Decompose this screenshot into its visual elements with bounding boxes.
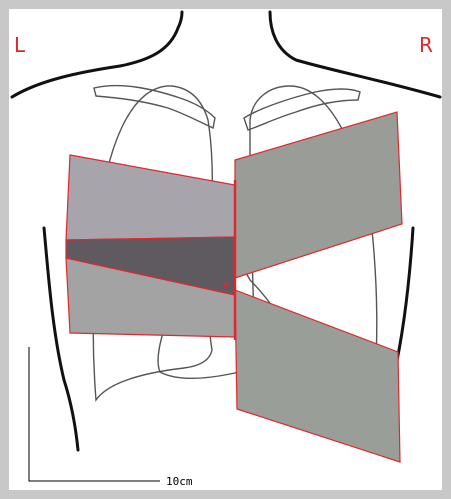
left-clavicle xyxy=(94,86,215,128)
scale-bar-label: 10cm xyxy=(166,475,193,488)
left-side-label: L xyxy=(14,33,26,57)
target-point xyxy=(224,283,228,287)
scale-bar: 10cm xyxy=(29,347,193,488)
beam-field-lower-right xyxy=(235,290,400,462)
left-shoulder-line xyxy=(12,12,182,97)
right-side-label: R xyxy=(419,33,433,57)
beam-field-upper-left xyxy=(66,155,235,240)
beam-fields xyxy=(66,112,402,462)
beam-field-upper-right xyxy=(235,112,402,278)
right-shoulder-line xyxy=(270,12,440,97)
right-clavicle xyxy=(244,89,360,130)
